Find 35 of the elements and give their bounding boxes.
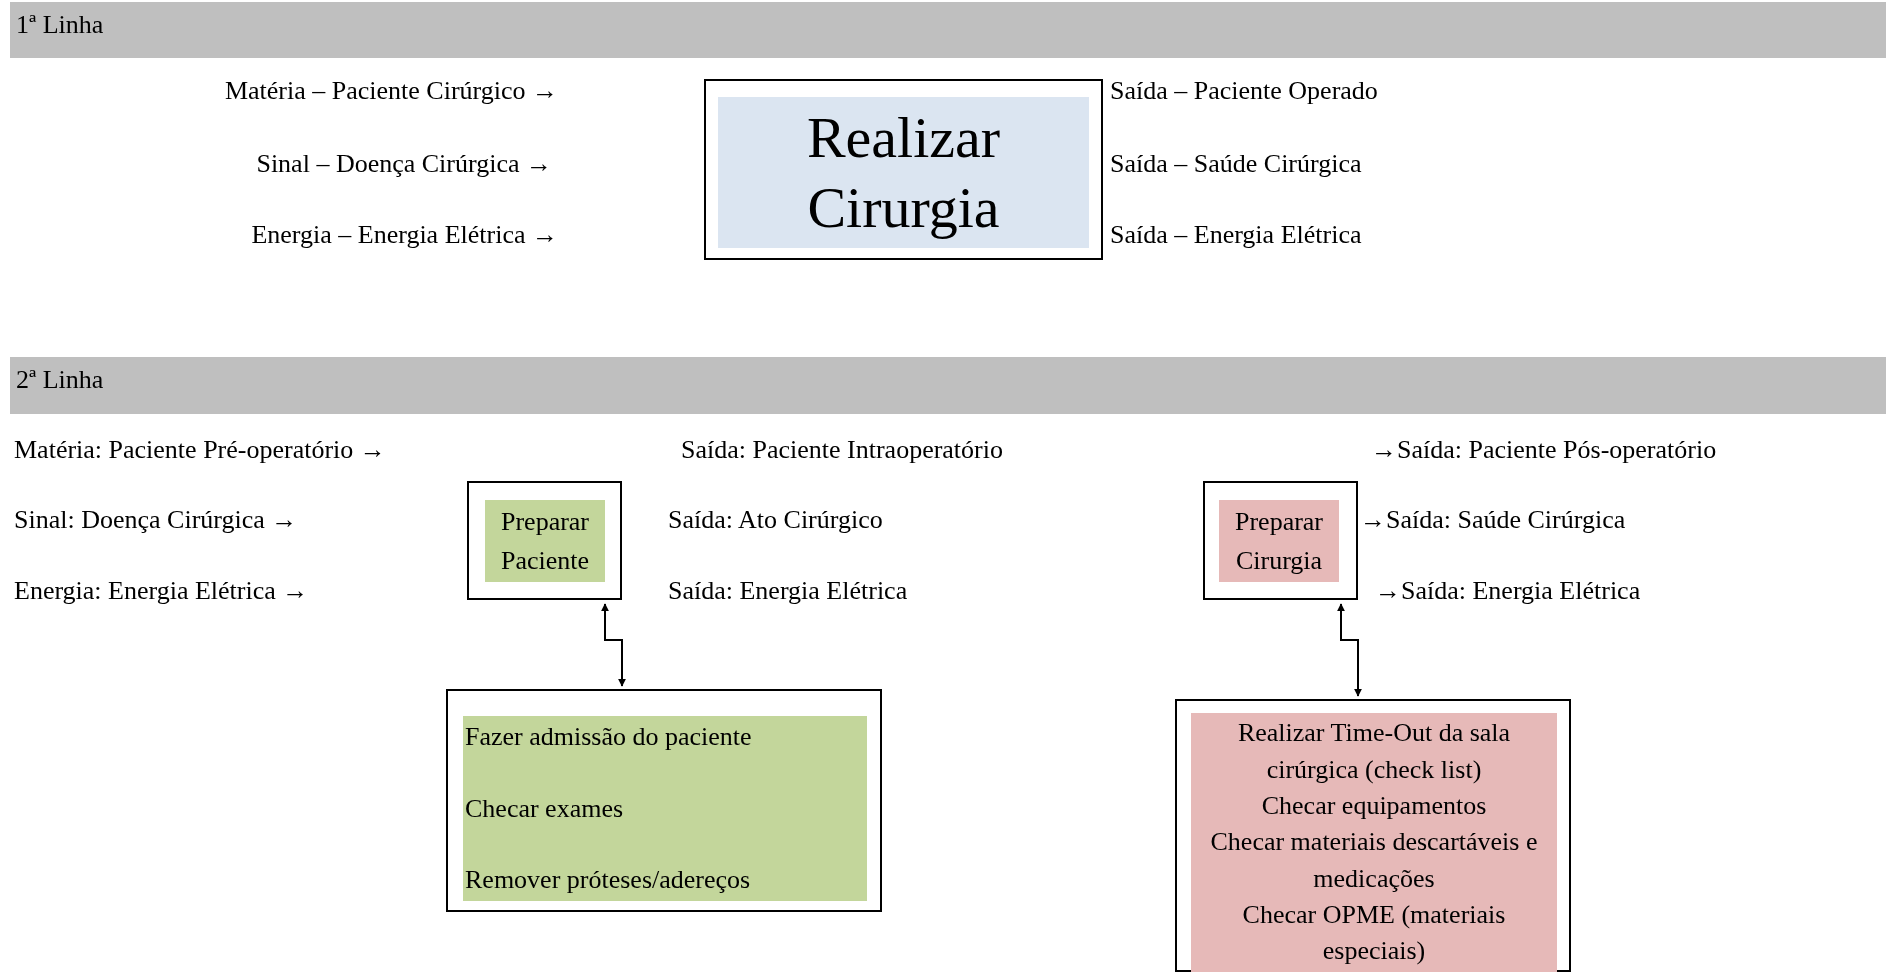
flow-label: Saída – Saúde Cirúrgica	[1110, 149, 1362, 179]
process-box	[704, 79, 1103, 260]
process-box	[446, 689, 882, 912]
process-title: Preparar Paciente	[499, 506, 591, 577]
flow-label: Sinal – Doença Cirúrgica →	[256, 149, 552, 179]
flow-label: Saída – Energia Elétrica	[1110, 220, 1362, 250]
flow-label: Saída – Paciente Operado	[1110, 76, 1378, 106]
task-text: Checar equipamentos	[1260, 789, 1488, 822]
section-title: 2ª Linha	[16, 365, 104, 395]
double-arrow	[1337, 603, 1362, 697]
process-box	[1203, 481, 1358, 600]
double-arrow	[601, 603, 626, 687]
flow-label: Saída: Energia Elétrica	[668, 576, 908, 606]
section-band	[10, 2, 1886, 58]
flow-label: Energia – Energia Elétrica →	[251, 220, 558, 250]
section-title: 1ª Linha	[16, 10, 104, 40]
process-title: Realizar Cirurgia	[805, 103, 1002, 242]
task-text: Checar materiais descartáveis e medicações	[1209, 826, 1539, 895]
flow-label: →Saída: Saúde Cirúrgica	[1360, 505, 1626, 535]
flow-label: Saída: Ato Cirúrgico	[668, 505, 883, 535]
flow-label: Energia: Energia Elétrica →	[14, 576, 309, 606]
process-title: Preparar Cirurgia	[1233, 506, 1325, 577]
task-text: Fazer admissão do paciente	[465, 720, 753, 753]
section-band	[10, 357, 1886, 414]
flow-label: Matéria: Paciente Pré-operatório →	[14, 435, 386, 465]
task-text: Remover próteses/adereços	[465, 864, 752, 897]
task-text: Checar OPME (materiais especiais)	[1241, 899, 1507, 968]
process-box	[467, 481, 622, 600]
flow-label: →Saída: Energia Elétrica	[1375, 576, 1641, 606]
flow-label: Saída: Paciente Intraoperatório	[681, 435, 1003, 465]
flow-label: Matéria – Paciente Cirúrgico →	[224, 76, 558, 106]
task-text: Checar exames	[465, 792, 625, 825]
flow-label: Sinal: Doença Cirúrgica →	[14, 505, 298, 535]
task-text: Realizar Time-Out da sala cirúrgica (check list)	[1236, 717, 1512, 786]
flow-label: →Saída: Paciente Pós-operatório	[1371, 435, 1717, 465]
